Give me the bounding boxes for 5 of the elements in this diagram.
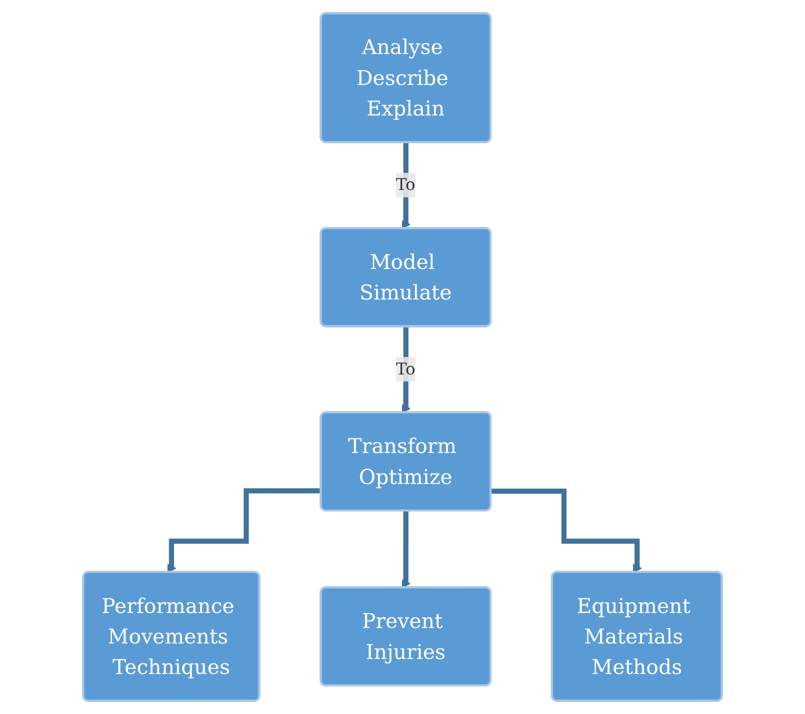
edge-label: To — [396, 174, 416, 194]
edge-label: To — [396, 359, 416, 378]
arrow — [491, 488, 642, 573]
arrow — [167, 488, 322, 573]
flowchart-drawing: Analyse Describe Explain Model Simulate Transform Optimize Performance Movements Techniques Prevent Injuries Equipment Materials Methods To To — [75, 5, 730, 709]
